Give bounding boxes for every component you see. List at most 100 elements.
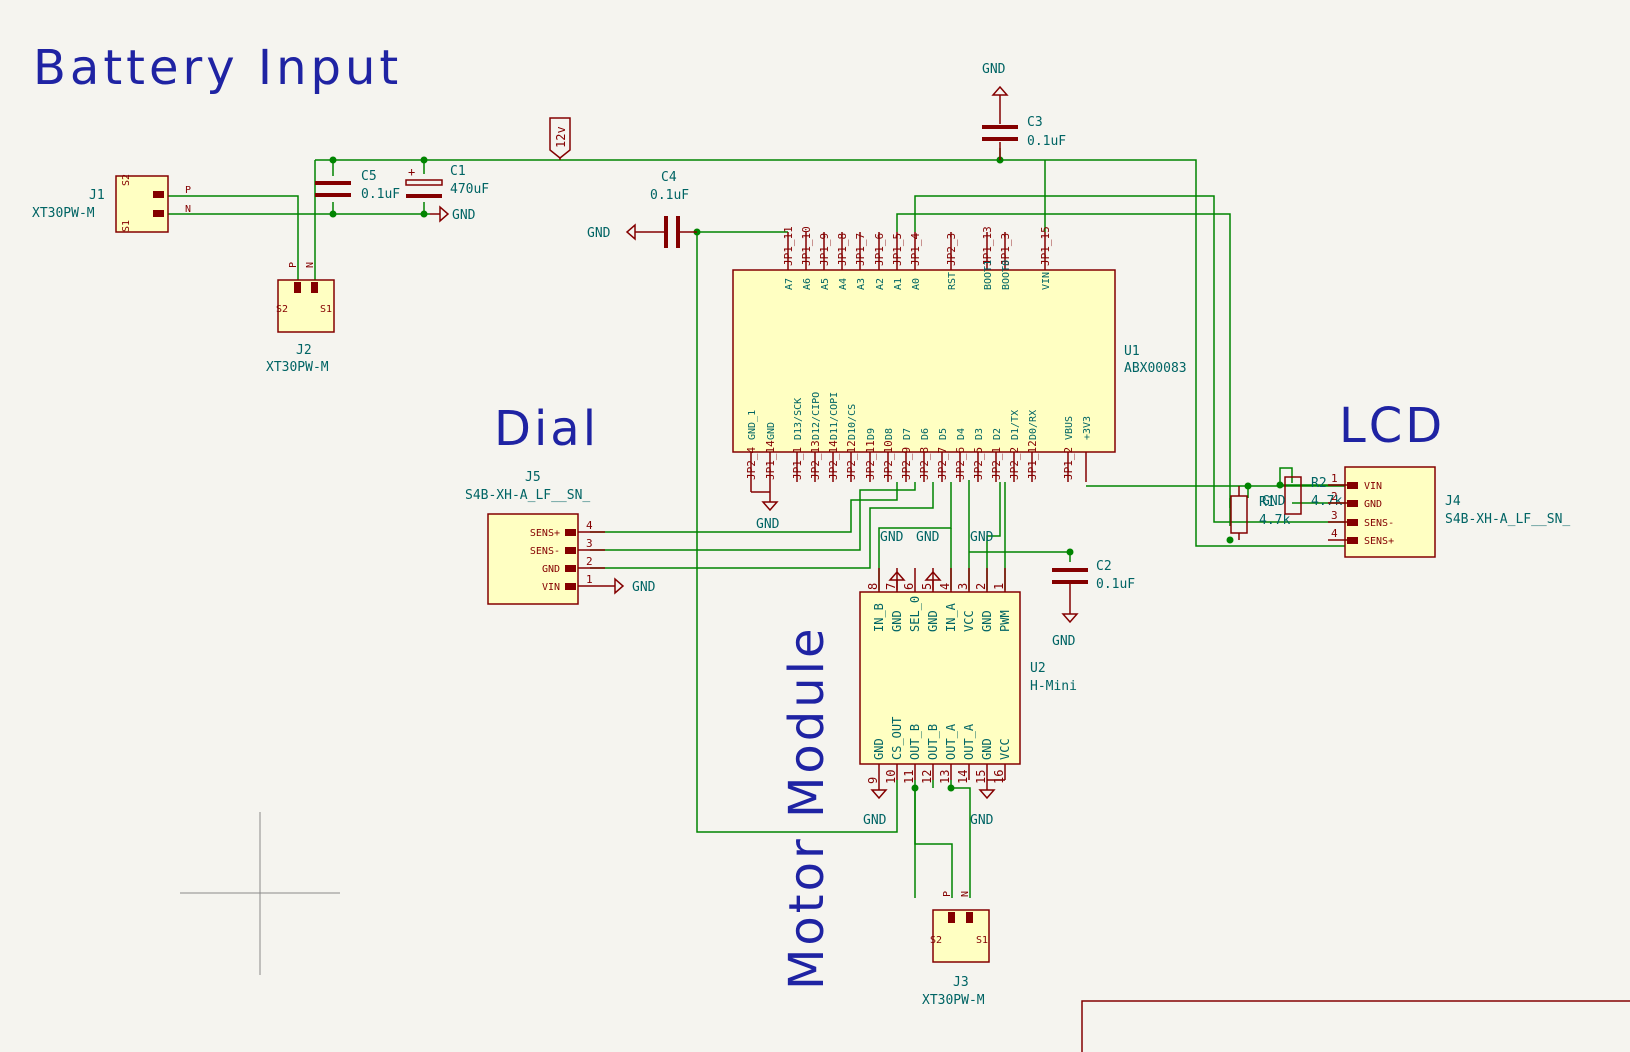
j1-net-p: P <box>185 185 191 196</box>
c3-value: 0.1uF <box>1027 134 1066 149</box>
u2-top-pin-name: GND <box>926 610 940 632</box>
section-title-battery-input: Battery Input <box>33 40 402 96</box>
ic-u1-abx00083[interactable]: U1 ABX00083 JP1_11A7JP1_10A6JP1_9A5JP1_8… <box>732 226 1187 482</box>
u2-bottom-pin-name: GND <box>980 738 994 760</box>
c1-reference: C1 <box>450 164 466 179</box>
u2-reference: U2 <box>1030 661 1046 676</box>
j5-pin-number: 3 <box>586 537 593 550</box>
gnd-label: GND <box>970 813 994 828</box>
u1-bottom-pin-name: D12/CIPO <box>811 392 822 440</box>
j5-pin-pad <box>565 547 576 554</box>
gnd-symbol-u1[interactable]: GND <box>750 482 780 532</box>
ic-u2-h-mini[interactable]: U2 H-Mini 8IN_B7GND6SEL_05GND4IN_A3VCC2G… <box>859 568 1077 784</box>
u1-top-pin-number: JP1_3 <box>999 233 1012 266</box>
u1-bottom-pin-name: D1/TX <box>1010 410 1021 440</box>
u1-bottom-pin-number: JP2_7 <box>936 447 949 480</box>
j5-pin-name: SENS- <box>530 546 560 557</box>
u1-bottom-pin-number: JP2_13 <box>809 440 822 480</box>
u1-bottom-pin-name: D4 <box>956 428 967 440</box>
u2-bottom-pin-number: 9 <box>866 777 880 784</box>
gnd-symbols-u2[interactable]: GND GND GND GND GND <box>863 530 1005 828</box>
j1-pin-s1: S1 <box>121 220 132 232</box>
u2-top-pin-number: 6 <box>902 583 916 590</box>
u1-bottom-pin-name: D2 <box>992 428 1003 440</box>
capacitor-c4[interactable]: GND C4 0.1uF <box>587 170 697 248</box>
u1-bottom-pin-number: JP2_4 <box>745 447 758 480</box>
wires[interactable] <box>165 148 1370 898</box>
gnd-label: GND <box>970 530 994 545</box>
connector-j1[interactable]: S2 S1 P N J1 XT30PW-M <box>32 174 191 233</box>
j5-pin-number: 1 <box>586 573 593 586</box>
capacitor-c2[interactable]: GND C2 0.1uF <box>1052 559 1135 649</box>
u2-top-pin-name: IN_B <box>872 603 886 632</box>
j4-pin-number: 4 <box>1331 527 1338 540</box>
capacitor-c3[interactable]: GND C3 0.1uF <box>982 62 1066 160</box>
gnd-symbol-c1[interactable]: GND <box>429 206 476 223</box>
net-label-12v: 12v <box>554 126 568 148</box>
u1-top-pin-number: JP1_11 <box>782 226 795 266</box>
gnd-label: GND <box>916 530 940 545</box>
u1-top-pin-number: JP1_15 <box>1039 226 1052 266</box>
u1-bottom-pin-number: JP2_14 <box>827 440 840 480</box>
crosshair-cursor-icon <box>180 812 340 975</box>
u2-top-pin-name: GND <box>890 610 904 632</box>
j2-pin-s1: S1 <box>320 304 332 315</box>
u2-bottom-pin-number: 15 <box>974 770 988 784</box>
c2-value: 0.1uF <box>1096 577 1135 592</box>
u1-bottom-pin-number: JP2_8 <box>918 447 931 480</box>
j4-pin-pad <box>1347 482 1358 489</box>
u1-value: ABX00083 <box>1124 361 1187 376</box>
u1-bottom-pin-name: GND_1 <box>747 410 758 440</box>
u1-bottom-pin-name: +3V3 <box>1082 416 1093 440</box>
gnd-symbol-j5[interactable]: GND <box>604 578 656 595</box>
u1-top-pin-number: JP1_13 <box>981 226 994 266</box>
u1-bottom-pin-name: D13/SCK <box>793 398 804 440</box>
u1-bottom-pin-name: D10/CS <box>847 404 858 440</box>
u2-bottom-pin-name: CS_OUT <box>890 717 904 760</box>
j4-pin-name: SENS- <box>1364 518 1394 529</box>
c5-value: 0.1uF <box>361 187 400 202</box>
section-title-dial: Dial <box>494 401 599 457</box>
j5-reference: J5 <box>525 470 541 485</box>
j4-pin-number: 2 <box>1331 490 1338 503</box>
u1-bottom-pin-name: GND <box>766 422 777 440</box>
u2-top-pin-name: PWM <box>998 610 1012 632</box>
u2-bottom-pin-number: 13 <box>938 770 952 784</box>
j4-pin-name: GND <box>1364 499 1382 510</box>
gnd-label: GND <box>982 62 1006 77</box>
u1-bottom-pin-number: JP2_5 <box>972 447 985 480</box>
connector-j3[interactable]: P N S2 S1 J3 XT30PW-M <box>922 891 990 1008</box>
j2-pin-s2: S2 <box>276 304 288 315</box>
u2-bottom-pin-number: 12 <box>920 770 934 784</box>
connector-j2[interactable]: P N S2 S1 J2 XT30PW-M <box>266 262 335 375</box>
gnd-label: GND <box>632 580 656 595</box>
u2-bottom-pin-number: 14 <box>956 770 970 784</box>
u1-top-pin-name: BOOT1 <box>983 260 994 290</box>
u2-top-pin-number: 5 <box>920 583 934 590</box>
u1-top-pin-number: JP1_7 <box>854 233 867 266</box>
u1-top-pin-name: BOOT0 <box>1001 260 1012 290</box>
net-flag-12v[interactable]: 12v <box>549 117 571 160</box>
u1-bottom-pin-name: D8 <box>884 428 895 440</box>
gnd-label: GND <box>452 208 476 223</box>
j3-reference: J3 <box>953 975 969 990</box>
u1-top-pin-name: A0 <box>911 278 922 290</box>
c1-polarity: + <box>408 165 415 179</box>
c2-reference: C2 <box>1096 559 1112 574</box>
resistor-r2[interactable]: R2 4.7k <box>1284 476 1342 515</box>
u2-value: H-Mini <box>1030 679 1077 694</box>
gnd-label: GND <box>1262 494 1286 509</box>
resistor-r1[interactable]: R1 4.7k <box>1230 486 1290 540</box>
section-title-lcd: LCD <box>1339 398 1445 454</box>
capacitor-c1[interactable]: + C1 470uF <box>405 164 489 198</box>
u1-top-pin-number: JP1_10 <box>800 226 813 266</box>
j3-value: XT30PW-M <box>922 993 985 1008</box>
j3-pin-p: P <box>942 891 953 897</box>
j5-pin-number: 4 <box>586 519 593 532</box>
u2-top-pin-number: 7 <box>884 583 898 590</box>
capacitor-c5[interactable]: C5 0.1uF <box>315 169 400 202</box>
